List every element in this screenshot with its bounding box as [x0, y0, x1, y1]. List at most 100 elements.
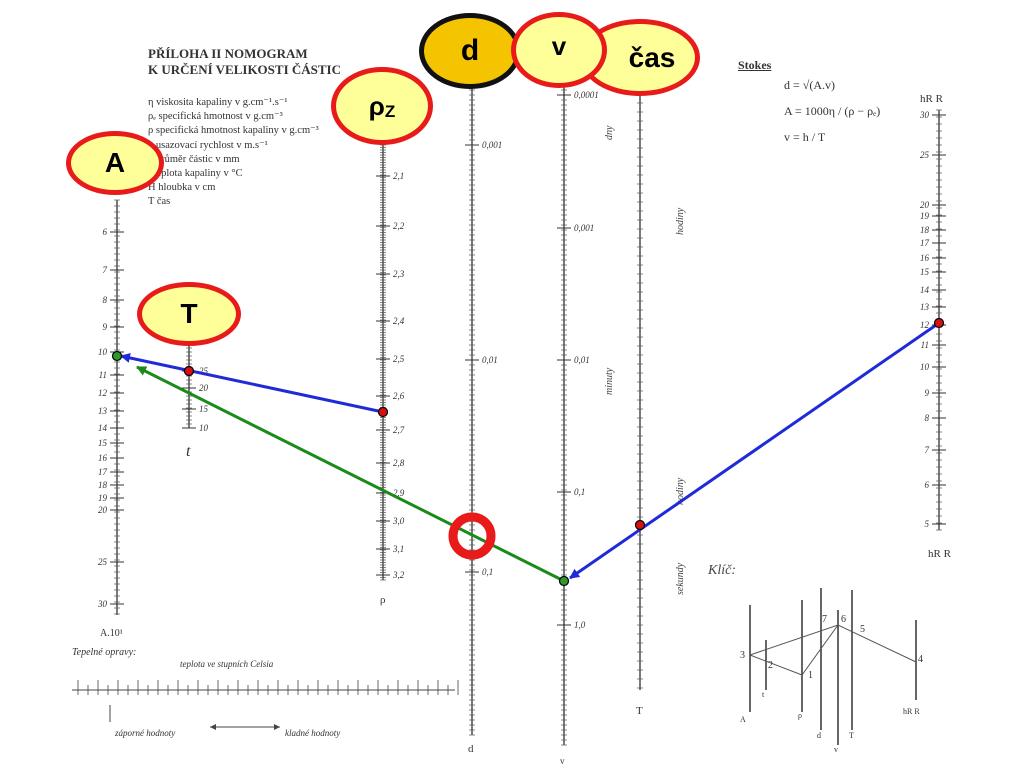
a-scale-tick-label: 8: [103, 295, 108, 305]
result-marker-d: [448, 512, 496, 560]
rho-scale-tick-label: 2,2: [393, 221, 405, 231]
point-a: [111, 350, 123, 362]
a-scale-tick-label: 13: [98, 406, 108, 416]
key-label-time: T: [849, 731, 854, 740]
legend-item: d průměr částic v mm: [148, 153, 240, 165]
a-scale-tick-label: 25: [98, 557, 108, 567]
t-axis-label: t: [186, 443, 191, 460]
v-scale-tick-label: 1,0: [574, 620, 586, 630]
v-scale-tick-label: 0,0001: [574, 90, 599, 100]
time-unit-seconds: sekundy: [675, 562, 686, 595]
legend-item: ρₑ specifická hmotnost v g.cm⁻³: [148, 111, 283, 123]
key-point-label: 4: [918, 654, 923, 665]
badge-a: A: [66, 131, 164, 195]
hr-scale-tick-label: 20: [920, 200, 930, 210]
key-label-d: d: [817, 731, 821, 740]
rho-scale-tick-label: 2,8: [393, 458, 405, 468]
badge-v: v: [511, 12, 607, 88]
legend-item: t teplota kapaliny v °C: [148, 168, 243, 180]
rho-scale-tick-label: 2,5: [393, 354, 405, 364]
hr-axis-label-bottom: hR R: [928, 548, 952, 560]
rho-scale-tick-label: 2,1: [393, 171, 404, 181]
key-point-label: 6: [841, 614, 846, 625]
a-scale-tick-label: 18: [98, 480, 108, 490]
stokes-formulas: Stokes d = √(A.v) A = 1000η / (ρ − ρₑ) v…: [738, 58, 880, 144]
time-unit-hours-bottom: hodiny: [675, 477, 686, 505]
rho-scale-tick-label: 2,9: [393, 488, 405, 498]
v-axis-label: v: [560, 756, 565, 766]
d-scale-tick-label: 0,01: [482, 355, 498, 365]
key-label-a: A: [740, 715, 746, 724]
key-point-label: 2: [768, 660, 773, 671]
a-scale-tick-label: 17: [98, 467, 108, 477]
t-scale-tick-label: 10: [199, 423, 209, 433]
rho-scale-tick-label: 3,1: [392, 544, 404, 554]
hr-scale-tick-label: 9: [925, 388, 930, 398]
stokes-formula-v: v = h / T: [784, 130, 826, 144]
legend-item: H hloubka v cm: [148, 182, 216, 194]
hr-scale-tick-label: 10: [920, 362, 930, 372]
hr-scale-tick-label: 25: [920, 150, 930, 160]
key-diagram: Klíč: 3 2 1 7 6 5 4 A t ρ d v T hR R: [707, 563, 923, 754]
hr-scale-tick-label: 11: [921, 340, 929, 350]
rho-scale-tick-label: 3,2: [392, 570, 405, 580]
time-unit-minutes: minuty: [604, 367, 615, 395]
key-label-v: v: [834, 745, 838, 754]
time-axis-label: T: [636, 705, 643, 717]
hr-scale-tick-label: 18: [920, 225, 930, 235]
legend-item: ρ specifická hmotnost kapaliny v g.cm⁻³: [148, 125, 319, 137]
v-scale-tick-label: 0,001: [574, 223, 594, 233]
rho-scale-tick-label: 2,7: [393, 425, 405, 435]
thermal-negative: záporné hodnoty: [114, 728, 175, 738]
a-scale-tick-label: 10: [98, 347, 108, 357]
hr-scale-tick-label: 7: [925, 445, 930, 455]
badge-d: d: [419, 13, 521, 89]
rho-scale-tick-label: 2,4: [393, 316, 405, 326]
hr-scale-tick-label: 17: [920, 238, 930, 248]
key-point-label: 1: [808, 670, 813, 681]
a-scale-tick-label: 20: [98, 505, 108, 515]
a-scale-tick-label: 11: [99, 370, 107, 380]
point-time: [634, 519, 646, 531]
hr-scale-tick-label: 19: [920, 211, 930, 221]
hr-scale-tick-label: 13: [920, 302, 930, 312]
point-hr: [933, 317, 945, 329]
rho-axis-label: ρ: [380, 594, 386, 606]
point-t: [183, 365, 195, 377]
key-label-rho: ρ: [798, 711, 802, 720]
a-scale-tick-label: 6: [103, 227, 108, 237]
a-scale-tick-label: 15: [98, 438, 108, 448]
d-scale-tick-label: 0,1: [482, 567, 493, 577]
key-point-label: 5: [860, 624, 865, 635]
v-scale-tick-label: 0,1: [574, 487, 585, 497]
solution-lines: [111, 317, 945, 587]
thermal-title: Tepelné opravy:: [72, 647, 136, 658]
a-scale-tick-label: 16: [98, 453, 108, 463]
hr-scale-tick-label: 8: [925, 413, 930, 423]
rho-scale-tick-label: 3,0: [392, 516, 405, 526]
hr-scale-tick-label: 12: [920, 320, 930, 330]
key-label-t: t: [762, 690, 765, 699]
a-scale-tick-label: 9: [103, 322, 108, 332]
time-unit-hours-top: hodiny: [675, 207, 686, 235]
point-v: [558, 575, 570, 587]
rho-scale-tick-label: 2,3: [393, 269, 405, 279]
blue-line-hr-to-v: [569, 321, 940, 580]
key-label-hr: hR R: [903, 707, 920, 716]
blue-line-rho-to-a: [120, 352, 384, 414]
legend: η viskosita kapaliny v g.cm⁻¹.s⁻¹ ρₑ spe…: [148, 96, 319, 210]
hr-scale-tick-label: 5: [925, 519, 930, 529]
header-line-2: K URČENÍ VELIKOSTI ČÁSTIC: [148, 62, 342, 77]
stokes-formula-d: d = √(A.v): [784, 78, 836, 92]
nomogram-axes: 678910111213141516171819202530252015102,…: [97, 79, 952, 766]
t-scale-tick-label: 20: [199, 383, 209, 393]
key-point-label: 3: [740, 650, 745, 661]
legend-item: v usazovací rychlost v m.s⁻¹: [148, 139, 268, 151]
v-scale-tick-label: 0,01: [574, 355, 590, 365]
a-scale-tick-label: 19: [98, 493, 108, 503]
a-scale-tick-label: 14: [98, 423, 108, 433]
thermal-positive: kladné hodnoty: [285, 728, 340, 738]
